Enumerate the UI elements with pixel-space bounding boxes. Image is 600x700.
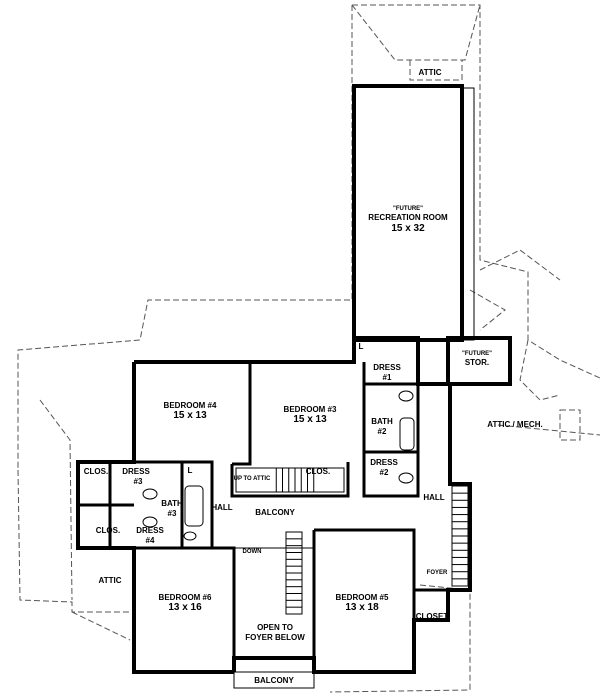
bath2-num: #2 <box>378 427 387 436</box>
dress2-label: DRESS <box>370 458 398 467</box>
room-labels: ATTIC "FUTURE" RECREATION ROOM 15 x 32 "… <box>84 68 543 685</box>
bed5-name-label: BEDROOM #5 <box>336 593 389 602</box>
main-walls <box>76 336 472 674</box>
bed4-name-label: BEDROOM #4 <box>164 401 217 410</box>
stairs-up-attic <box>235 467 345 493</box>
attic-top-label: ATTIC <box>419 68 442 77</box>
fixtures <box>142 390 415 541</box>
dress4-num: #4 <box>146 536 155 545</box>
hall-right-label: HALL <box>423 493 444 502</box>
bath3-label: BATH <box>161 499 183 508</box>
storage-room <box>446 336 512 386</box>
balcony-mid-label: BALCONY <box>255 508 295 517</box>
up-to-attic-label: UP TO ATTIC <box>234 476 271 482</box>
bed5-size-label: 13 x 18 <box>345 602 379 613</box>
foyer-below-label: FOYER BELOW <box>245 633 305 642</box>
l-top-label: L <box>359 342 364 351</box>
roof-outline <box>17 4 600 693</box>
clos-left-label: CLOS. <box>84 467 108 476</box>
closet-label: CLOSET <box>416 612 449 621</box>
dress3-num: #3 <box>134 477 143 486</box>
open-label: OPEN TO <box>257 623 293 632</box>
stor-future-label: "FUTURE" <box>462 351 492 357</box>
l-left-label: L <box>188 466 193 475</box>
stor-name-label: STOR. <box>465 358 489 367</box>
hall-left-label: HALL <box>211 503 232 512</box>
bed6-size-label: 13 x 16 <box>168 602 202 613</box>
stairs-right <box>451 485 469 587</box>
attic-mech-label: ATTIC / MECH. <box>487 420 542 429</box>
dress1-label: DRESS <box>373 363 401 372</box>
clos-left2-label: CLOS. <box>96 526 120 535</box>
dress4-label: DRESS <box>136 526 164 535</box>
bed3-size-label: 15 x 13 <box>293 414 327 425</box>
clos-stair-label: CLOS. <box>306 467 330 476</box>
bed4-size-label: 15 x 13 <box>173 410 207 421</box>
foyer-label: FOYER <box>427 570 448 576</box>
down-label: DOWN <box>243 549 262 555</box>
balcony-bottom-label: BALCONY <box>254 676 294 685</box>
rec-size-label: 15 x 32 <box>391 223 425 234</box>
dress3-label: DRESS <box>122 467 150 476</box>
bed3-name-label: BEDROOM #3 <box>284 405 337 414</box>
stairs-down <box>285 531 303 615</box>
bath2-label: BATH <box>371 417 393 426</box>
dress1-num: #1 <box>383 373 392 382</box>
attic-left-label: ATTIC <box>99 576 122 585</box>
rec-name-label: RECREATION ROOM <box>368 213 448 222</box>
balcony-bottom <box>233 671 315 689</box>
bed6-name-label: BEDROOM #6 <box>159 593 212 602</box>
bath3-num: #3 <box>168 509 177 518</box>
rec-future-label: "FUTURE" <box>393 206 423 212</box>
dress2-num: #2 <box>380 468 389 477</box>
